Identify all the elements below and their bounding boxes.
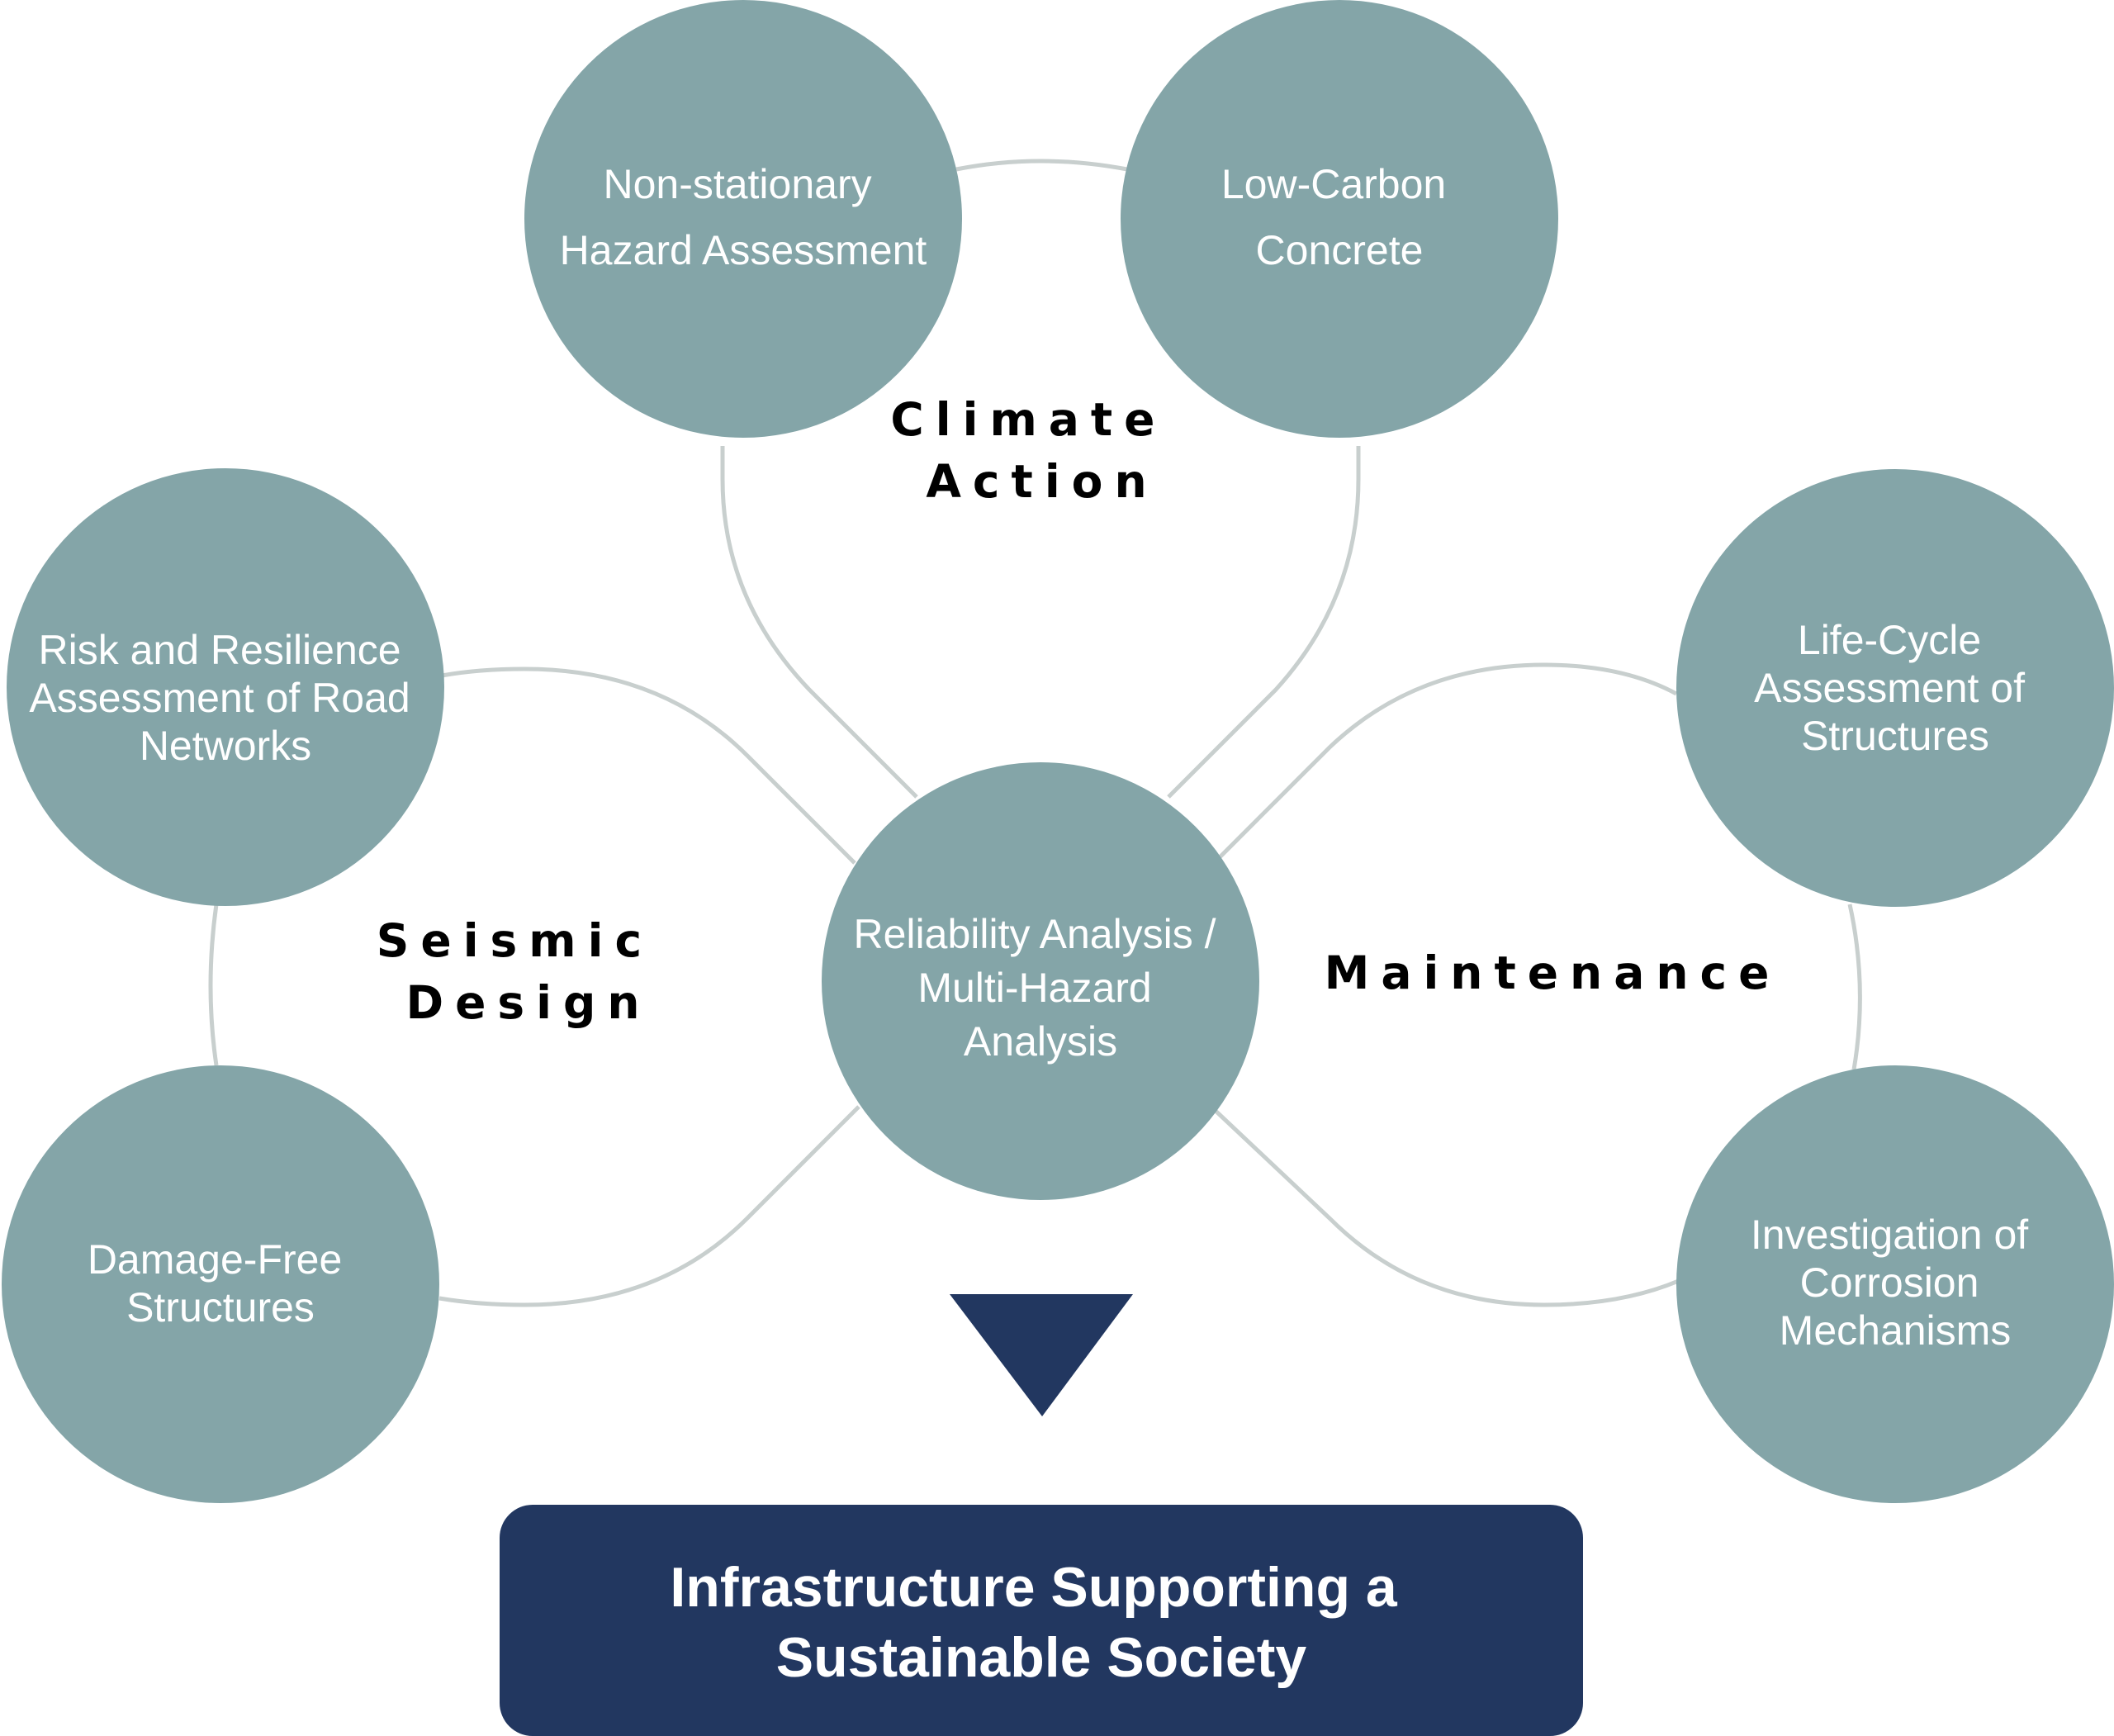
svg-text:Reliability Analysis / M: Reliability Analysis / Multi-Hazard Anal… bbox=[854, 911, 1228, 1065]
theme-label-line: Action bbox=[926, 455, 1158, 508]
svg-text:Life-Cycle Assessment of: Life-Cycle Assessment of Structures bbox=[1754, 617, 2036, 759]
node-life-cycle: Life-Cycle Assessment of Structures bbox=[1676, 469, 2114, 907]
center-label-line: Reliability Analysis / bbox=[854, 911, 1216, 957]
theme-label-line: Design bbox=[405, 976, 651, 1029]
center-label-line: Multi-Hazard bbox=[917, 965, 1151, 1011]
node-label-line: Investigation of bbox=[1751, 1212, 2028, 1258]
outcome-label-line: Infrastructure Supporting a bbox=[670, 1556, 1397, 1619]
node-risk-resilience: Risk and Resilience Assessment of Road N… bbox=[7, 468, 444, 906]
maintenance-loop bbox=[1214, 662, 1862, 1307]
center-label-line: Analysis bbox=[964, 1018, 1117, 1065]
svg-text:Risk and Resilience Asse: Risk and Resilience Assessment of Road N… bbox=[29, 627, 421, 769]
svg-text:Low-Carbon Concrete: Low-Carbon Concrete bbox=[1221, 161, 1458, 273]
climate-loop bbox=[720, 159, 1361, 799]
svg-text:Damage-Free Structures: Damage-Free Structures bbox=[88, 1236, 353, 1330]
node-label-line: Non-stationary bbox=[603, 161, 871, 207]
node-label-line: Mechanisms bbox=[1780, 1307, 2012, 1354]
theme-label-line: Maintenance bbox=[1325, 946, 1781, 999]
outcome-box: Infrastructure Supporting a Sustainable … bbox=[500, 1505, 1583, 1736]
svg-text:Infrastructure Supporting a: Infrastructure Supporting a Sustainable … bbox=[670, 1556, 1412, 1689]
node-label-line: Networks bbox=[140, 723, 311, 769]
svg-text:Investigation of Corrosi: Investigation of Corrosion Mechanisms bbox=[1751, 1212, 2040, 1354]
theme-seismic-design: Seismic Design bbox=[377, 914, 680, 1029]
node-label-line: Risk and Resilience bbox=[39, 627, 401, 673]
node-label-line: Life-Cycle bbox=[1798, 617, 1981, 663]
node-corrosion: Investigation of Corrosion Mechanisms bbox=[1676, 1065, 2114, 1503]
node-label-line: Concrete bbox=[1256, 227, 1424, 273]
node-label-line: Damage-Free bbox=[88, 1236, 342, 1283]
node-label-line: Assessment of Road bbox=[29, 675, 410, 721]
center-node: Reliability Analysis / Multi-Hazard Anal… bbox=[822, 762, 1259, 1200]
node-label-line: Assessment of bbox=[1754, 665, 2025, 711]
connector-lines bbox=[208, 159, 1862, 1307]
node-non-stationary: Non-stationary Hazard Assessment bbox=[524, 0, 962, 438]
seismic-loop bbox=[208, 666, 860, 1307]
node-low-carbon: Low-Carbon Concrete bbox=[1121, 0, 1558, 438]
theme-maintenance: Maintenance bbox=[1325, 946, 1781, 999]
outcome-label-line: Sustainable Society bbox=[776, 1626, 1307, 1689]
node-damage-free: Damage-Free Structures bbox=[2, 1065, 439, 1503]
theme-label-line: Climate bbox=[890, 393, 1166, 446]
node-label-line: Hazard Assessment bbox=[560, 227, 927, 273]
svg-text:Non-stationary Hazard As: Non-stationary Hazard Assessment bbox=[560, 161, 927, 273]
down-triangle-icon bbox=[950, 1294, 1133, 1416]
node-label-line: Structures bbox=[126, 1284, 315, 1330]
theme-climate-action: Climate Action bbox=[890, 393, 1193, 508]
node-label-line: Structures bbox=[1801, 713, 1989, 759]
node-label-line: Low-Carbon bbox=[1221, 161, 1446, 207]
node-label-line: Corrosion bbox=[1800, 1259, 1979, 1306]
theme-label-line: Seismic bbox=[377, 914, 653, 967]
